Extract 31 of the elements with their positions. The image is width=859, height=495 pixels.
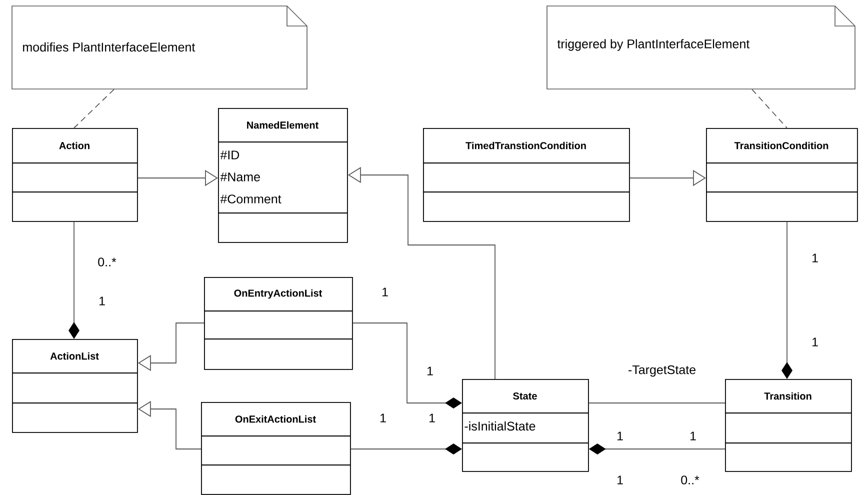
multiplicity-label: 1 bbox=[617, 432, 623, 440]
multiplicity-label: 1 bbox=[429, 414, 435, 422]
class-box: OnExitActionList bbox=[200, 402, 351, 495]
class-box: TransitionCondition bbox=[706, 128, 858, 222]
class-box: TimedTranstionCondition bbox=[422, 128, 630, 222]
note-box: triggered by PlantInterfaceElement bbox=[546, 6, 856, 90]
multiplicity-label: 1 bbox=[690, 432, 696, 440]
class-box: NamedElement #ID #Name #Comment bbox=[218, 108, 348, 243]
composition-connector bbox=[350, 444, 462, 454]
class-box: Transition bbox=[724, 379, 852, 472]
multiplicity-label: 1 bbox=[812, 254, 818, 262]
multiplicity-label: 1 bbox=[380, 414, 386, 422]
class-box: State -isInitialState bbox=[462, 379, 589, 472]
multiplicity-label: 1 bbox=[812, 338, 818, 346]
multiplicity-label: 1 bbox=[617, 476, 623, 484]
dashed-line bbox=[74, 88, 114, 128]
multiplicity-label: 1 bbox=[427, 366, 433, 376]
composition-connector bbox=[352, 322, 462, 408]
dashed-line bbox=[752, 88, 788, 128]
composition-connector bbox=[782, 221, 792, 379]
association-line bbox=[588, 402, 726, 404]
composition-connector bbox=[68, 221, 80, 339]
multiplicity-label: 0..* bbox=[98, 258, 116, 266]
role-label: -TargetState bbox=[628, 365, 696, 377]
class-box: ActionList bbox=[12, 339, 138, 433]
class-box: OnEntryActionList bbox=[204, 277, 353, 370]
note-box: modifies PlantInterfaceElement bbox=[12, 6, 308, 90]
multiplicity-label: 0..* bbox=[681, 476, 700, 484]
class-box: Action bbox=[12, 128, 138, 222]
multiplicity-label: 1 bbox=[382, 288, 388, 296]
multiplicity-label: 1 bbox=[100, 296, 105, 306]
